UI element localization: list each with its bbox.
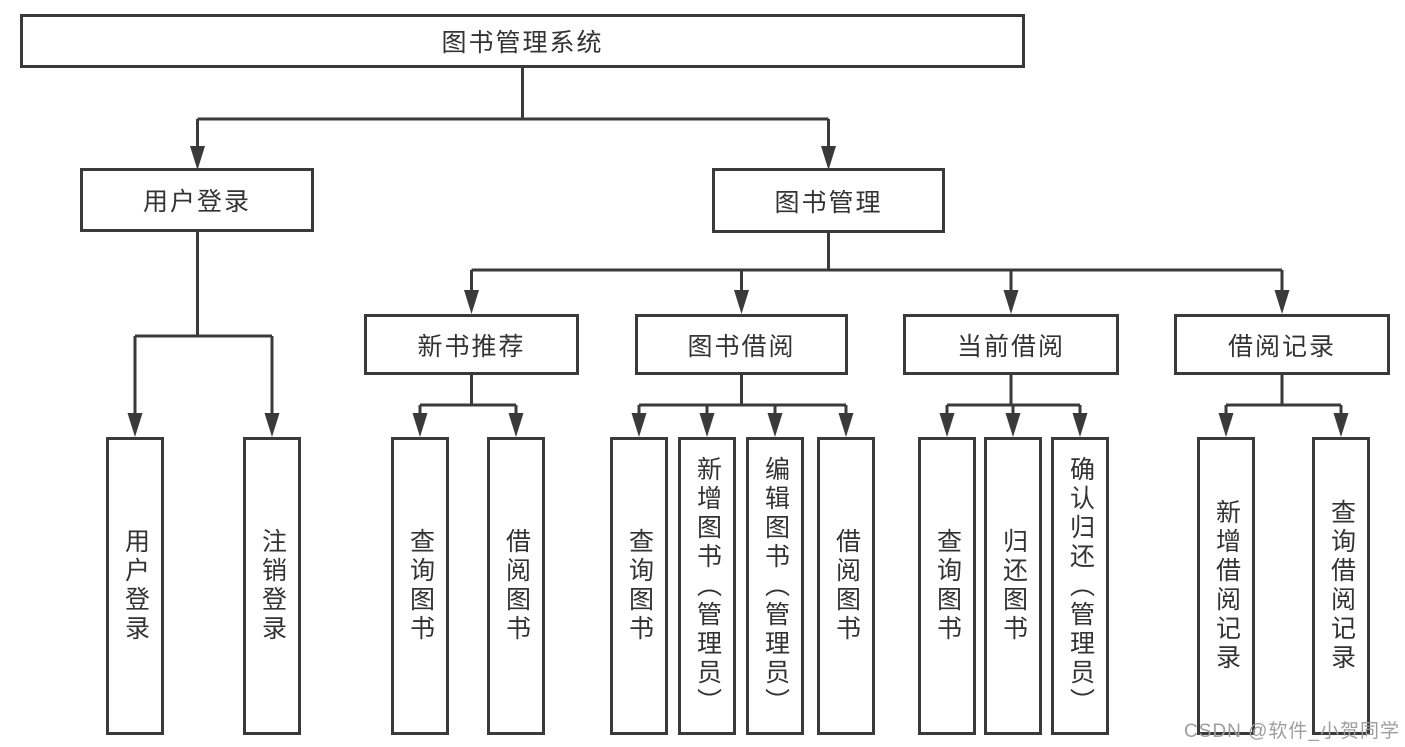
node-borrowing-records-label: 借阅记录 bbox=[1227, 332, 1336, 361]
leaf-query-books-current-label: 查询图书 bbox=[933, 528, 962, 644]
arrowhead bbox=[127, 413, 143, 437]
arrowhead bbox=[699, 413, 715, 437]
connector-user-login bbox=[133, 232, 274, 415]
connector-new-book-recommend bbox=[418, 375, 518, 415]
watermark: CSDN @软件_小贺同学 bbox=[1184, 721, 1400, 742]
arrowhead bbox=[821, 146, 836, 170]
arrowhead bbox=[412, 413, 428, 437]
connector-root bbox=[196, 68, 830, 148]
arrowhead bbox=[1274, 290, 1290, 314]
leaf-return-books: 归还图书 bbox=[984, 437, 1042, 735]
node-book-management-label: 图书管理 bbox=[774, 188, 883, 217]
leaf-add-borrow-record-label: 新增借阅记录 bbox=[1212, 499, 1241, 673]
arrowhead bbox=[1003, 290, 1019, 314]
connector-book-borrowing bbox=[637, 375, 848, 415]
leaf-logout: 注销登录 bbox=[243, 437, 301, 735]
arrowhead bbox=[464, 290, 479, 314]
leaf-return-books-label: 归还图书 bbox=[999, 528, 1028, 644]
leaf-edit-books-admin: 编辑图书（管理员） bbox=[746, 437, 804, 735]
node-borrowing-records: 借阅记录 bbox=[1174, 314, 1390, 375]
node-book-borrowing-label: 图书借阅 bbox=[687, 332, 796, 361]
arrowhead bbox=[1333, 413, 1349, 437]
leaf-query-books-borrowing-label: 查询图书 bbox=[625, 528, 654, 644]
arrowhead bbox=[508, 413, 524, 437]
node-library-system-label: 图书管理系统 bbox=[441, 29, 604, 57]
arrowhead bbox=[939, 413, 955, 437]
arrowhead bbox=[1005, 413, 1021, 437]
leaf-borrow-books-recommend: 借阅图书 bbox=[487, 437, 545, 735]
arrowhead bbox=[1218, 413, 1234, 437]
arrowhead bbox=[264, 413, 280, 437]
node-book-management: 图书管理 bbox=[712, 168, 945, 233]
arrowhead bbox=[1072, 413, 1088, 437]
node-book-borrowing: 图书借阅 bbox=[635, 314, 848, 375]
connector-current-borrowing bbox=[945, 375, 1082, 415]
leaf-query-books-borrowing: 查询图书 bbox=[610, 437, 668, 735]
node-current-borrowing: 当前借阅 bbox=[903, 314, 1119, 375]
arrowhead bbox=[631, 413, 647, 437]
leaf-borrow-books-borrowing: 借阅图书 bbox=[817, 437, 875, 735]
leaf-add-books-admin-label: 新增图书（管理员） bbox=[693, 455, 722, 717]
leaf-query-books-recommend: 查询图书 bbox=[391, 437, 449, 735]
leaf-user-login-label: 用户登录 bbox=[121, 528, 150, 644]
node-user-login-label: 用户登录 bbox=[142, 188, 251, 216]
leaf-borrow-books-recommend-label: 借阅图书 bbox=[502, 528, 531, 644]
leaf-query-books-current: 查询图书 bbox=[918, 437, 976, 735]
leaf-add-borrow-record: 新增借阅记录 bbox=[1197, 437, 1255, 735]
leaf-borrow-books-borrowing-label: 借阅图书 bbox=[832, 528, 861, 644]
leaf-user-login: 用户登录 bbox=[106, 437, 164, 735]
leaf-query-borrow-record-label: 查询借阅记录 bbox=[1327, 499, 1356, 673]
leaf-logout-label: 注销登录 bbox=[258, 528, 287, 644]
leaf-confirm-return-admin-label: 确认归还（管理员） bbox=[1066, 455, 1095, 717]
arrowhead bbox=[838, 413, 854, 437]
connector-book-management bbox=[470, 233, 1284, 292]
leaf-add-books-admin: 新增图书（管理员） bbox=[678, 437, 736, 735]
arrowhead bbox=[767, 413, 783, 437]
leaf-confirm-return-admin: 确认归还（管理员） bbox=[1051, 437, 1109, 735]
node-new-book-recommend: 新书推荐 bbox=[364, 314, 579, 375]
leaf-query-books-recommend-label: 查询图书 bbox=[406, 528, 435, 644]
node-library-system: 图书管理系统 bbox=[20, 14, 1025, 68]
connector-borrowing-records bbox=[1224, 375, 1343, 415]
node-new-book-recommend-label: 新书推荐 bbox=[417, 332, 526, 361]
arrowhead bbox=[190, 146, 205, 170]
node-current-borrowing-label: 当前借阅 bbox=[956, 332, 1065, 361]
leaf-query-borrow-record: 查询借阅记录 bbox=[1312, 437, 1370, 735]
arrowhead bbox=[734, 290, 749, 314]
leaf-edit-books-admin-label: 编辑图书（管理员） bbox=[761, 455, 790, 717]
node-user-login: 用户登录 bbox=[80, 168, 314, 232]
